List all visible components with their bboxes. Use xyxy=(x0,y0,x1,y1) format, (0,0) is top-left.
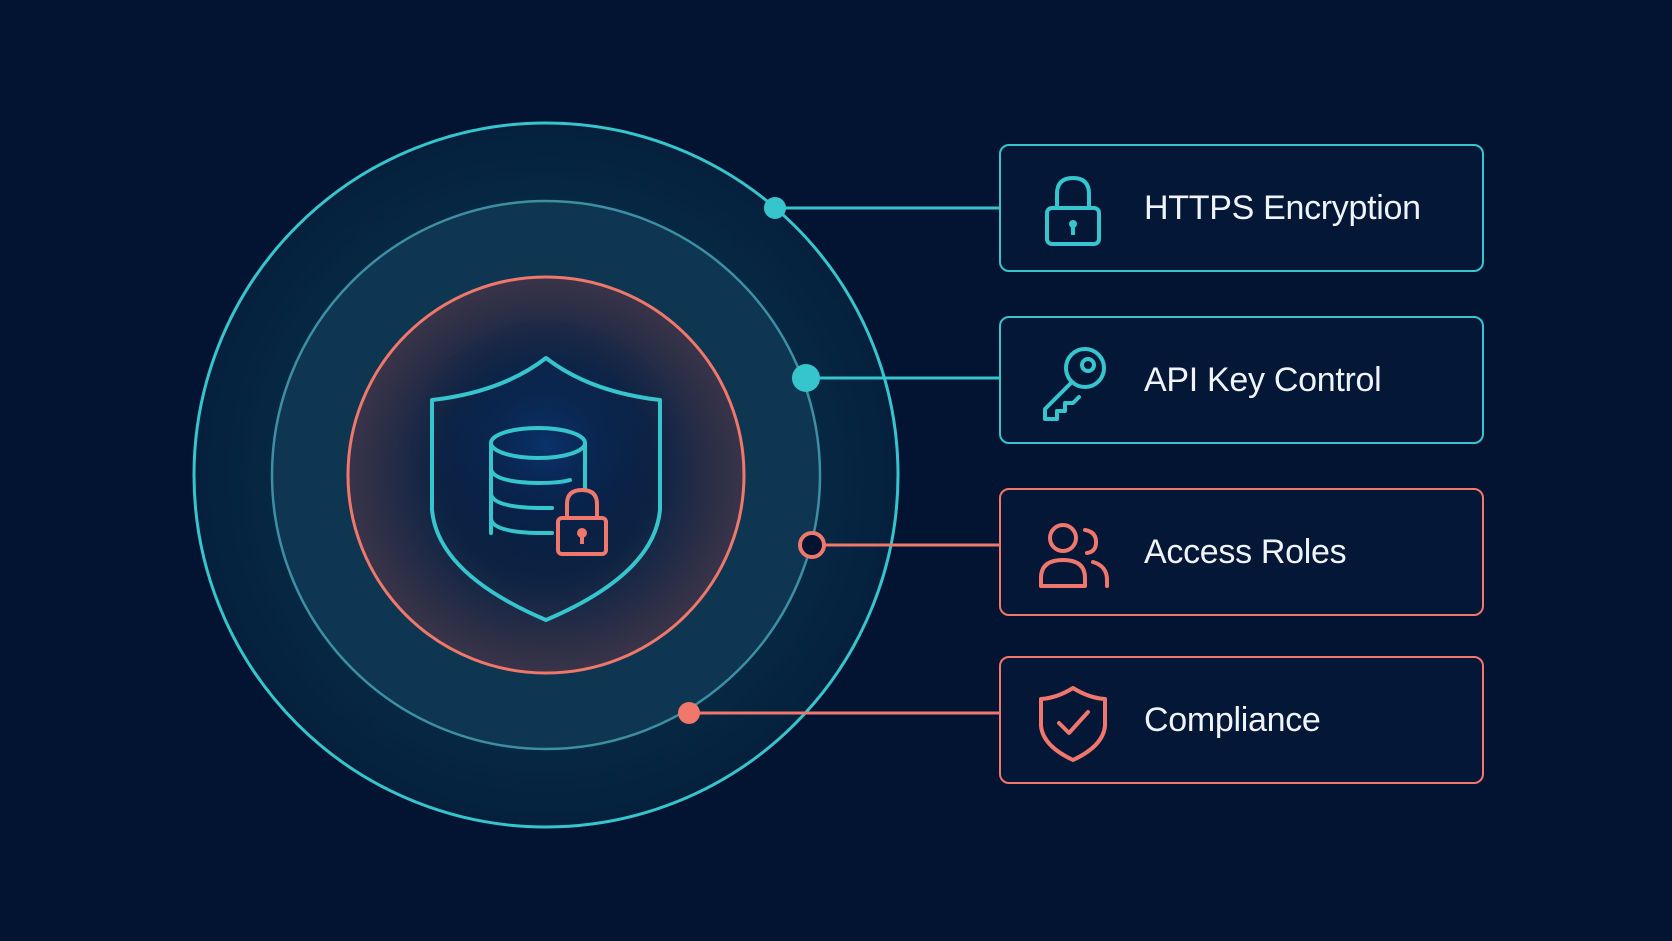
feature-label: Access Roles xyxy=(1144,533,1347,571)
feature-label: Compliance xyxy=(1144,701,1321,739)
users-icon xyxy=(1035,514,1111,594)
feature-label: API Key Control xyxy=(1144,361,1382,399)
feature-card-api-key-control: API Key Control xyxy=(999,316,1484,444)
feature-card-access-roles: Access Roles xyxy=(999,488,1484,616)
connector-access-roles xyxy=(798,531,999,559)
shield-check-icon xyxy=(1035,682,1111,762)
feature-card-compliance: Compliance xyxy=(999,656,1484,784)
feature-card-https-encryption: HTTPS Encryption xyxy=(999,144,1484,272)
connector-compliance xyxy=(678,702,999,724)
feature-label: HTTPS Encryption xyxy=(1144,189,1421,227)
padlock-icon xyxy=(1035,170,1111,250)
core-glow xyxy=(406,320,686,600)
key-icon xyxy=(1035,342,1111,422)
shield-database-lock-icon xyxy=(430,356,662,622)
connector-api-key xyxy=(792,364,999,392)
connector-https xyxy=(764,197,999,219)
